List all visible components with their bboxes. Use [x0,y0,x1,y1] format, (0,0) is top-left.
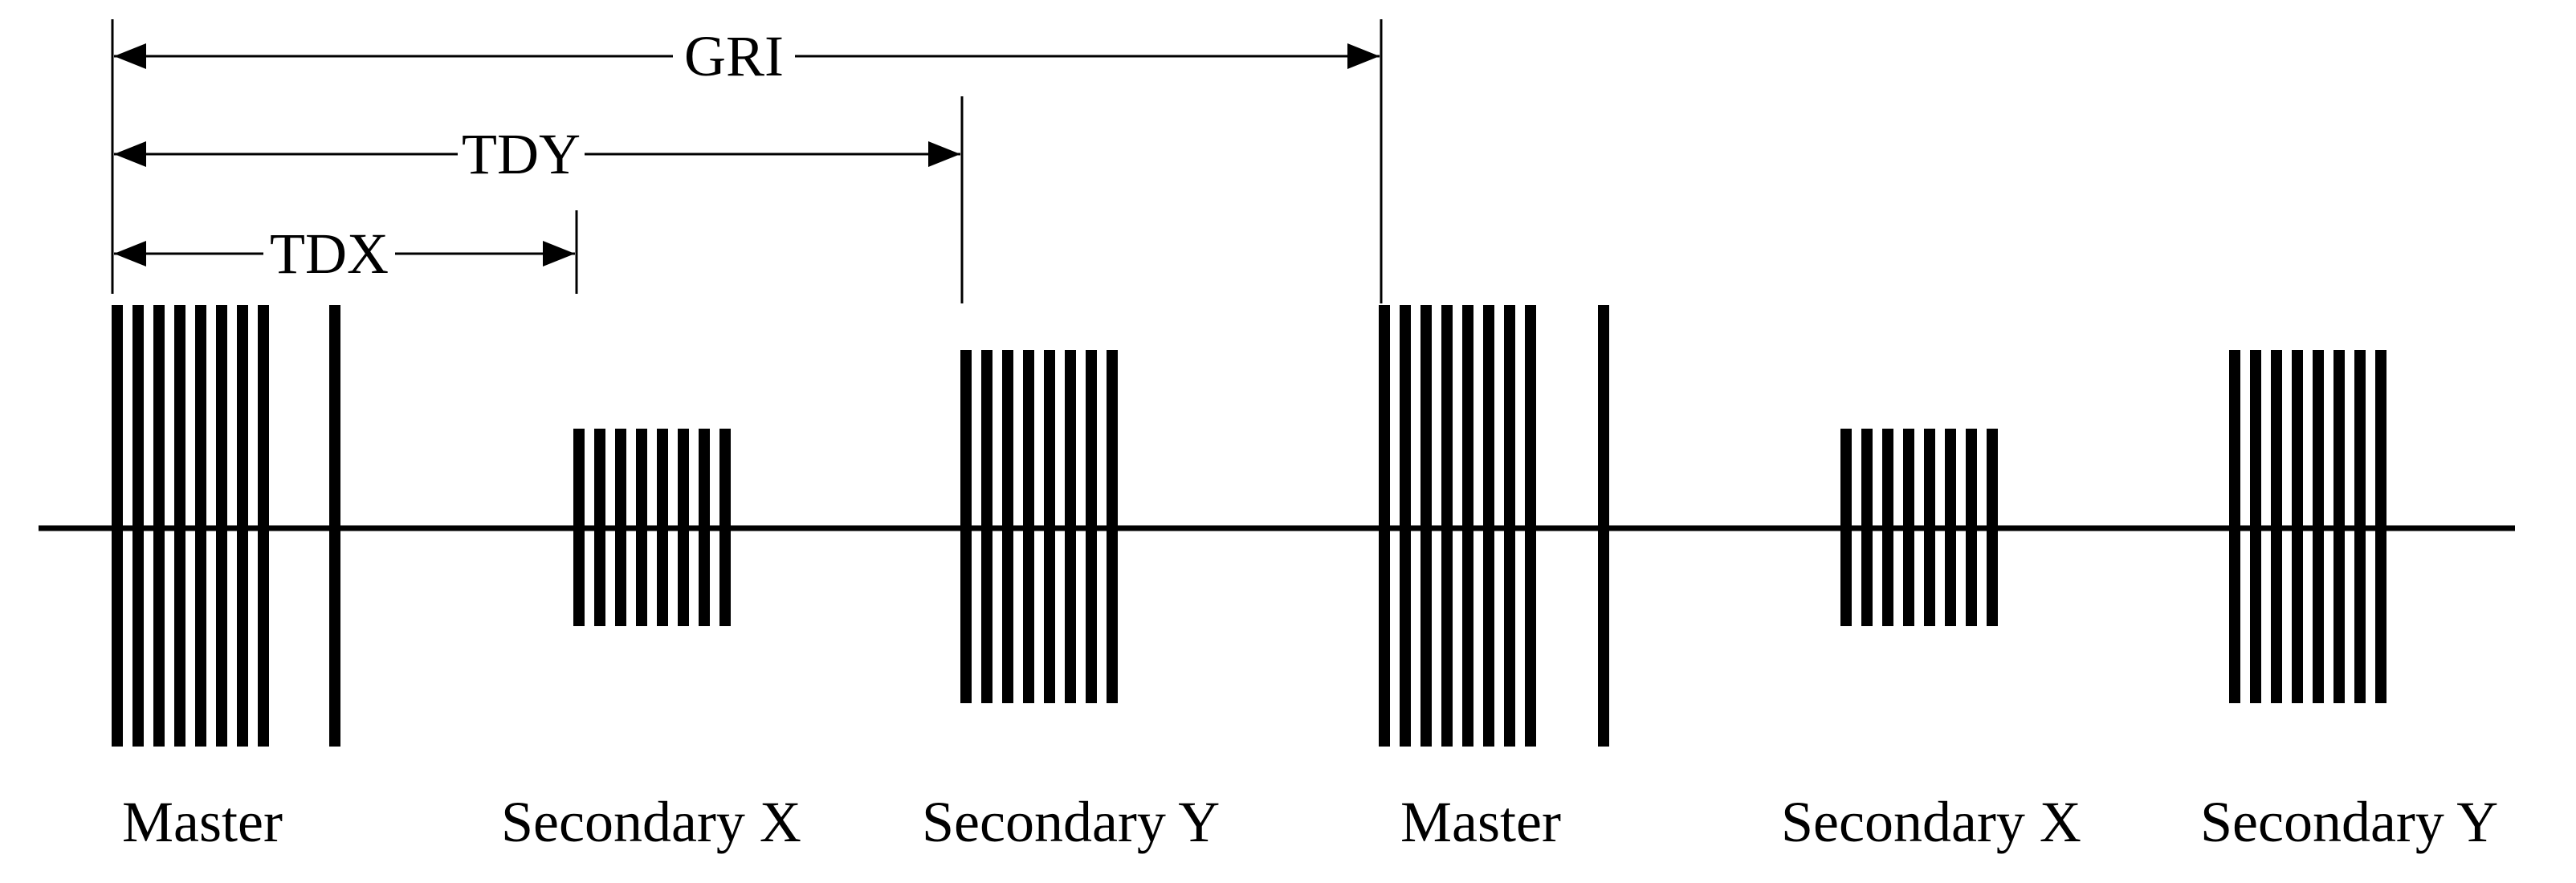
master-group-2-extra [1598,305,1609,747]
group-label-master-1: Master [122,790,283,854]
secondary-y-group-1-pulse [1023,350,1034,703]
group-label-secondary-x-2: Secondary X [1781,790,2081,854]
master-group-1-extra-pulse [329,305,340,747]
master-group-1-pulse [153,305,165,747]
secondary-x-group-2-pulse [1966,429,1977,626]
master-group-2-extra-pulse [1598,305,1609,747]
secondary-x-group-1-pulse [678,429,689,626]
secondary-y-group-1-pulse [960,350,972,703]
secondary-y-group-1-pulse [981,350,992,703]
gri-dimension: GRI [114,24,1380,88]
secondary-x-group-1-pulse [719,429,731,626]
secondary-x-group-2-pulse [1861,429,1873,626]
gri-label: GRI [684,24,784,88]
secondary-x-group-2-pulse [1840,429,1852,626]
secondary-x-group-2-pulse [1903,429,1914,626]
tdx-dimension: TDX [114,222,575,286]
master-group-2-pulse [1483,305,1494,747]
master-group-1-pulse [237,305,248,747]
secondary-y-group-1 [960,350,1118,703]
master-group-2-pulse [1504,305,1515,747]
secondary-x-group-1-pulse [615,429,626,626]
master-group-1-pulse [112,305,123,747]
group-label-master-2: Master [1400,790,1561,854]
secondary-y-group-2-pulse [2292,350,2303,703]
secondary-x-group-2-pulse [1945,429,1956,626]
secondary-x-group-2-pulse [1924,429,1935,626]
master-group-2-pulse [1379,305,1390,747]
secondary-y-group-2-pulse [2229,350,2240,703]
secondary-x-group-2 [1840,429,1998,626]
master-group-1-pulse [216,305,227,747]
secondary-x-group-1-pulse [657,429,668,626]
master-group-2-pulse [1420,305,1432,747]
tdy-label: TDY [462,122,581,186]
secondary-y-group-1-pulse [1044,350,1055,703]
master-group-1-pulse [258,305,269,747]
secondary-y-group-1-pulse [1107,350,1118,703]
master-group-1-pulse [132,305,144,747]
master-group-1-pulse [174,305,185,747]
secondary-y-group-2-pulse [2313,350,2324,703]
secondary-x-group-2-pulse [1987,429,1998,626]
secondary-y-group-2-pulse [2250,350,2261,703]
secondary-y-group-2-pulse [2333,350,2345,703]
master-group-2-pulse [1462,305,1473,747]
secondary-x-group-1-pulse [636,429,647,626]
master-group-1-extra [329,305,340,747]
master-group-2-pulse [1525,305,1536,747]
master-group-2-pulse [1441,305,1453,747]
secondary-x-group-1-pulse [699,429,710,626]
master-group-1-pulse [195,305,206,747]
group-label-secondary-x-1: Secondary X [501,790,801,854]
secondary-y-group-2-pulse [2354,350,2366,703]
master-group-1 [112,305,269,747]
secondary-y-group-1-pulse [1065,350,1076,703]
secondary-y-group-1-pulse [1086,350,1097,703]
group-label-secondary-y-2: Secondary Y [2200,790,2498,854]
group-label-secondary-y-1: Secondary Y [922,790,1220,854]
secondary-y-group-2 [2229,350,2386,703]
secondary-x-group-2-pulse [1882,429,1893,626]
pulse-groups [112,305,2386,747]
tdx-label: TDX [270,222,389,286]
secondary-x-group-1-pulse [594,429,605,626]
master-group-2 [1379,305,1536,747]
secondary-x-group-1 [573,429,731,626]
secondary-y-group-2-pulse [2375,350,2386,703]
secondary-y-group-1-pulse [1002,350,1013,703]
master-group-2-pulse [1400,305,1411,747]
secondary-y-group-2-pulse [2271,350,2282,703]
tdy-dimension: TDY [114,122,960,186]
secondary-x-group-1-pulse [573,429,585,626]
